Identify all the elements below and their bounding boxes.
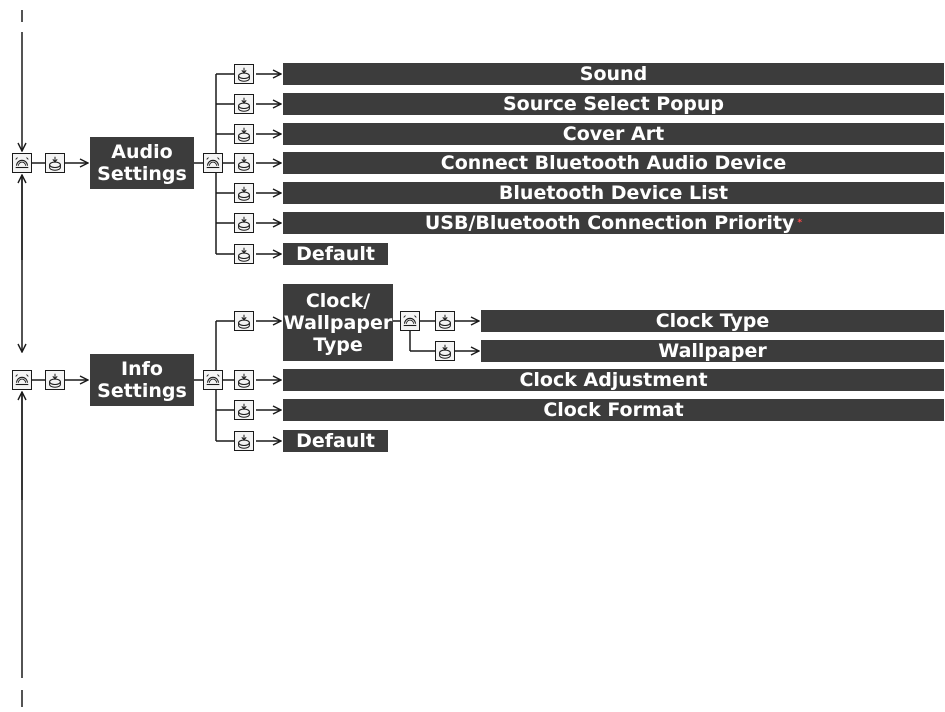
rotate-interface-dial-icon xyxy=(12,153,32,173)
clock-type-menu-item: Clock Type xyxy=(481,310,944,332)
cover-art-menu-item: Cover Art xyxy=(283,123,944,145)
info-settings-line1: Info xyxy=(121,358,163,380)
press-interface-dial-icon xyxy=(45,370,65,390)
rotate-interface-dial-icon xyxy=(203,370,223,390)
clock-format-menu-item: Clock Format xyxy=(283,399,944,421)
usb-bluetooth-connection-priority-menu-item: USB/Bluetooth Connection Priority* xyxy=(283,212,944,234)
press-interface-dial-icon xyxy=(435,311,455,331)
clock-wallpaper-type-line3: Type xyxy=(313,333,363,356)
press-interface-dial-icon xyxy=(234,153,254,173)
info-settings-line2: Settings xyxy=(97,380,187,402)
rotate-interface-dial-icon xyxy=(12,370,32,390)
clock-wallpaper-type-line1: Clock/ xyxy=(305,289,371,312)
required-mark: * xyxy=(797,218,803,228)
press-interface-dial-icon xyxy=(234,213,254,233)
press-interface-dial-icon xyxy=(234,124,254,144)
sound-menu-item: Sound xyxy=(283,63,944,85)
info-default-menu-item: Default xyxy=(283,430,388,452)
press-interface-dial-icon xyxy=(234,400,254,420)
rotate-interface-dial-icon xyxy=(400,311,420,331)
source-select-popup-menu-item: Source Select Popup xyxy=(283,93,944,115)
audio-settings-node: Audio Settings xyxy=(90,137,194,189)
usb-bluetooth-connection-priority-label: USB/Bluetooth Connection Priority xyxy=(424,212,795,234)
press-interface-dial-icon xyxy=(234,431,254,451)
press-interface-dial-icon xyxy=(234,311,254,331)
audio-settings-line2: Settings xyxy=(97,163,187,185)
press-interface-dial-icon xyxy=(234,183,254,203)
bluetooth-device-list-menu-item: Bluetooth Device List xyxy=(283,182,944,204)
press-interface-dial-icon xyxy=(234,244,254,264)
press-interface-dial-icon xyxy=(435,341,455,361)
press-interface-dial-icon xyxy=(234,64,254,84)
audio-settings-line1: Audio xyxy=(111,141,173,163)
press-interface-dial-icon xyxy=(234,370,254,390)
audio-default-menu-item: Default xyxy=(283,243,388,265)
press-interface-dial-icon xyxy=(234,94,254,114)
clock-wallpaper-type-node: Clock/ Wallpaper Type xyxy=(283,284,393,361)
wallpaper-menu-item: Wallpaper xyxy=(481,340,944,362)
clock-adjustment-menu-item: Clock Adjustment xyxy=(283,369,944,391)
press-interface-dial-icon xyxy=(45,153,65,173)
connect-bluetooth-audio-device-menu-item: Connect Bluetooth Audio Device xyxy=(283,152,944,174)
rotate-interface-dial-icon xyxy=(203,153,223,173)
clock-wallpaper-type-line2: Wallpaper xyxy=(283,311,393,334)
info-settings-node: Info Settings xyxy=(90,354,194,406)
